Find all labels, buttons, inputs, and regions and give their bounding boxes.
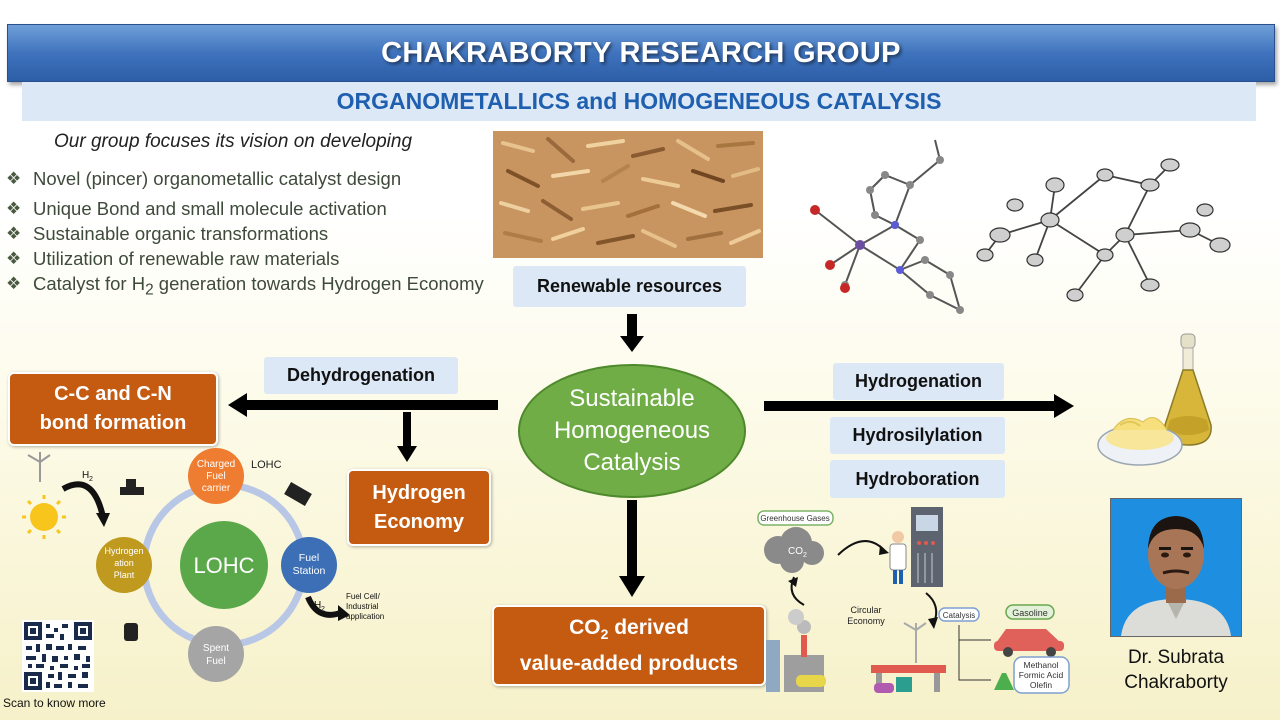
svg-text:ation: ation	[114, 558, 134, 568]
hydrogenation-plant-node	[96, 537, 152, 593]
reactor-machine-icon	[911, 507, 943, 587]
co2-cloud-icon	[764, 527, 824, 573]
oil-and-butter-image	[1095, 330, 1220, 480]
truck-icon	[284, 481, 312, 507]
h2-arrow-icon	[61, 481, 106, 518]
arrow-co2-head	[619, 576, 645, 597]
co2-products-box: CO2 derived value-added products	[492, 605, 766, 686]
svg-text:Fuel: Fuel	[206, 656, 225, 667]
wood-chips-image	[493, 131, 763, 258]
page-title: CHAKRABORTY RESEARCH GROUP	[381, 36, 901, 69]
svg-text:Industrial: Industrial	[346, 602, 379, 611]
svg-text:Catalysis: Catalysis	[943, 611, 975, 620]
svg-text:H: H	[314, 600, 321, 611]
focus-list: ❖Novel (pincer) organometallic catalyst …	[6, 166, 486, 303]
hydroboration-label: Hydroboration	[830, 460, 1005, 498]
list-item: ❖Catalyst for H2 generation towards Hydr…	[6, 273, 484, 299]
svg-text:application: application	[346, 612, 384, 621]
svg-text:Circular: Circular	[850, 605, 881, 615]
list-item: ❖Unique Bond and small molecule activati…	[6, 198, 387, 219]
arrow-renewable-to-hub	[627, 314, 637, 338]
factory-icon	[766, 609, 826, 692]
fuel-station-node	[281, 537, 337, 593]
diamond-bullet-icon: ❖	[6, 199, 22, 218]
cc-cn-bond-box: C-C and C-N bond formation	[8, 372, 218, 446]
svg-text:Gasoline: Gasoline	[1012, 608, 1048, 618]
car-icon	[994, 629, 1064, 657]
train-icon	[124, 623, 138, 641]
list-item: ❖Sustainable organic transformations	[6, 223, 329, 244]
arrow-renewable-head	[620, 336, 644, 352]
sustainable-catalysis-hub: Sustainable Homogeneous Catalysis	[518, 364, 746, 498]
sun-icon	[22, 495, 66, 539]
author-photo	[1110, 498, 1242, 637]
svg-text:Formic Acid: Formic Acid	[1019, 670, 1064, 680]
lohc-tag: LOHC	[251, 459, 282, 471]
list-item: ❖Utilization of renewable raw materials	[6, 248, 340, 269]
subtitle-banner: ORGANOMETALLICS and HOMOGENEOUS CATALYSI…	[22, 82, 1256, 121]
svg-text:carrier: carrier	[202, 483, 231, 494]
svg-text:Charged: Charged	[197, 459, 235, 470]
svg-text:Olefin: Olefin	[1030, 680, 1052, 690]
arrow-h2-economy-head	[397, 446, 417, 462]
diamond-bullet-icon: ❖	[6, 274, 22, 293]
svg-text:Fuel Cell/: Fuel Cell/	[346, 592, 381, 601]
svg-text:2: 2	[321, 606, 325, 613]
hydrogenation-label: Hydrogenation	[833, 363, 1004, 400]
svg-text:Station: Station	[293, 565, 326, 577]
renewable-resources-label: Renewable resources	[513, 266, 746, 307]
svg-text:Fuel: Fuel	[206, 471, 225, 482]
svg-text:Greenhouse Gases: Greenhouse Gases	[760, 514, 829, 523]
svg-text:2: 2	[89, 476, 93, 483]
page-subtitle: ORGANOMETALLICS and HOMOGENEOUS CATALYSI…	[336, 88, 942, 114]
svg-text:Spent: Spent	[203, 643, 229, 654]
diamond-bullet-icon: ❖	[6, 249, 22, 268]
svg-text:Economy: Economy	[847, 616, 885, 626]
svg-text:Hydrogen: Hydrogen	[104, 546, 143, 556]
lohc-center-label: LOHC	[193, 553, 254, 578]
spent-fuel-node	[188, 626, 244, 682]
svg-text:Fuel: Fuel	[299, 552, 319, 564]
diamond-bullet-icon: ❖	[6, 169, 22, 188]
qr-code[interactable]	[22, 620, 94, 692]
fuel-station-icon	[871, 622, 946, 693]
wind-turbine-icon	[27, 452, 51, 482]
diamond-bullet-icon: ❖	[6, 224, 22, 243]
arrow-h2-economy-shaft	[403, 412, 411, 448]
charged-fuel-node	[188, 448, 244, 504]
author-name: Dr. Subrata Chakraborty	[1124, 647, 1228, 693]
arrow-right-shaft	[764, 401, 1056, 411]
arrow-left-shaft	[245, 400, 498, 410]
svg-text:Plant: Plant	[114, 570, 135, 580]
svg-text:CO: CO	[788, 546, 803, 557]
circular-economy-diagram: Greenhouse Gases CO 2 Circular Economy	[756, 505, 1081, 697]
flask-icon	[994, 673, 1014, 690]
ship-icon	[120, 479, 144, 495]
arrow-right-head	[1054, 394, 1074, 418]
dehydrogenation-label: Dehydrogenation	[264, 357, 458, 394]
lohc-center	[180, 521, 268, 609]
crystal-structure-image-1	[800, 125, 980, 325]
qr-caption: Scan to know more	[3, 696, 106, 710]
arrow-co2-shaft	[627, 500, 637, 578]
svg-text:H: H	[82, 470, 89, 481]
list-item: ❖Novel (pincer) organometallic catalyst …	[6, 168, 402, 189]
title-banner: CHAKRABORTY RESEARCH GROUP	[7, 24, 1275, 82]
svg-text:Methanol: Methanol	[1024, 660, 1059, 670]
intro-text: Our group focuses its vision on developi…	[54, 131, 413, 152]
crystal-structure-image-2	[975, 145, 1240, 310]
arrow-left-head	[228, 393, 247, 417]
hydrosilylation-label: Hydrosilylation	[830, 417, 1005, 454]
scientist-icon	[889, 531, 907, 584]
svg-text:2: 2	[803, 552, 807, 559]
hydrogen-economy-box: Hydrogen Economy	[347, 469, 491, 546]
lohc-cycle-diagram: LOHC Charged Fuel carrier LOHC Fuel Stat…	[18, 447, 398, 687]
